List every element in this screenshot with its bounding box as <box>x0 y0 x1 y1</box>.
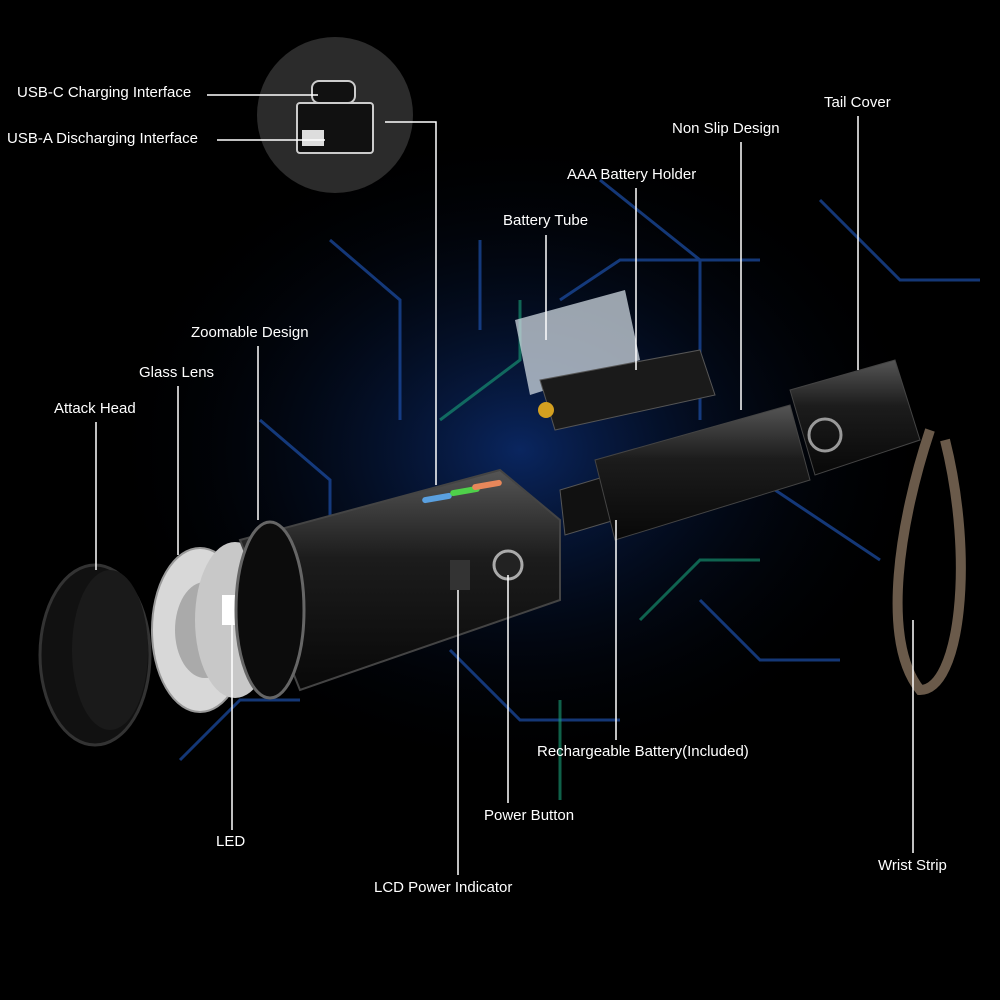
label-non-slip: Non Slip Design <box>672 120 780 137</box>
aaa-battery-holder-part <box>538 349 716 431</box>
label-usb-c: USB-C Charging Interface <box>17 84 192 101</box>
label-attack-head: Attack Head <box>54 400 136 417</box>
label-aaa-holder: AAA Battery Holder <box>567 166 697 183</box>
lcd-display-icon <box>450 560 470 590</box>
label-rechargeable: Rechargeable Battery(Included) <box>537 743 749 760</box>
blue-indicator-icon <box>422 492 452 504</box>
usb-c-port-icon <box>311 80 356 104</box>
tail-cover-part <box>789 359 921 476</box>
usb-port-inset <box>257 37 413 193</box>
green-indicator-icon <box>450 485 480 497</box>
label-tail-cover: Tail Cover <box>824 94 891 111</box>
label-battery-tube: Battery Tube <box>503 212 589 229</box>
wrist-strip-part <box>892 428 966 696</box>
attack-head-part <box>38 563 152 747</box>
leader-lines <box>95 94 914 875</box>
label-wrist-strip: Wrist Strip <box>878 857 947 874</box>
label-power-button: Power Button <box>484 807 575 824</box>
label-led: LED <box>216 833 246 850</box>
non-slip-tube-part <box>594 404 811 541</box>
label-lcd: LCD Power Indicator <box>374 879 513 896</box>
flashlight-body-part <box>234 468 561 700</box>
orange-indicator-icon <box>472 479 502 491</box>
power-button-icon <box>492 549 524 581</box>
label-usb-a: USB-A Discharging Interface <box>7 130 198 147</box>
label-zoomable: Zoomable Design <box>191 324 309 341</box>
label-glass-lens: Glass Lens <box>139 364 215 381</box>
